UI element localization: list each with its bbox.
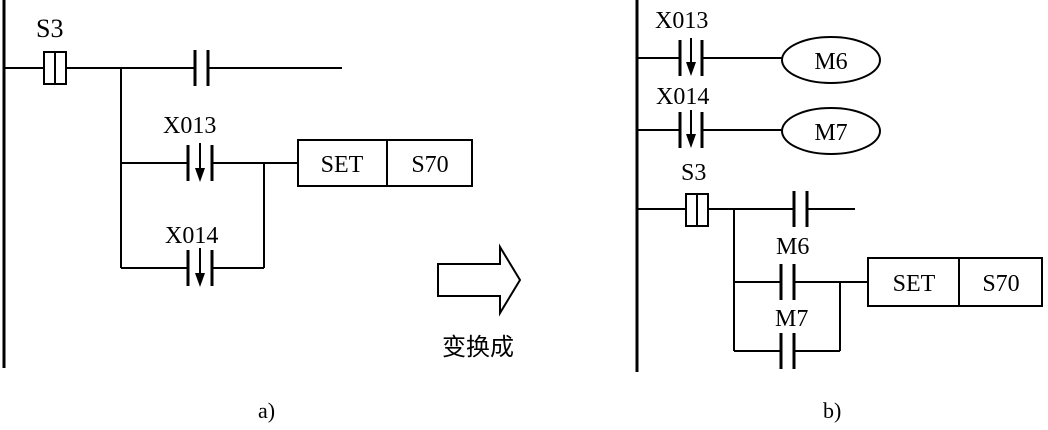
no-contact-m7 [779, 333, 796, 369]
contact-label-x013-a: X013 [163, 113, 216, 139]
operand-label-b: S70 [982, 271, 1019, 297]
diagram-b: X013 M6 X014 M7 S3 [635, 0, 1043, 423]
set-instruction-box-a: SET S70 [297, 139, 473, 187]
coil-m6: M6 [781, 36, 881, 84]
transform-label: 变换成 [442, 333, 514, 361]
coil-m7: M7 [781, 107, 881, 155]
step-label-a: S3 [36, 14, 63, 43]
contact-label-m6: M6 [776, 234, 809, 260]
transform-arrow: 变换成 [437, 243, 522, 361]
step-contact-s3-a [43, 51, 67, 85]
step-contact-s3-b [685, 193, 709, 227]
contact-label-x013-b: X013 [655, 8, 708, 34]
falling-edge-contact-x013-a [186, 143, 214, 182]
contact-label-m7: M7 [775, 306, 808, 332]
no-contact-a [193, 50, 210, 86]
step-label-b: S3 [681, 160, 706, 186]
right-arrow-icon [437, 243, 522, 317]
diagram-a: S3 X013 X014 [2, 0, 473, 423]
coil-label-m7: M7 [814, 120, 847, 146]
caption-b: b) [823, 398, 841, 423]
set-instruction-box-b: SET S70 [867, 257, 1043, 307]
caption-a: a) [258, 398, 275, 423]
contact-label-x014-b: X014 [656, 84, 709, 110]
instruction-label-b: SET [893, 271, 936, 297]
no-contact-m6 [779, 264, 796, 300]
coil-label-m6: M6 [814, 49, 847, 75]
no-contact-b [792, 191, 809, 227]
falling-edge-contact-x014-b [678, 110, 704, 148]
operand-label-a: S70 [411, 152, 448, 178]
instruction-label-a: SET [321, 152, 364, 178]
falling-edge-contact-x013-b [678, 38, 704, 76]
contact-label-x014-a: X014 [165, 223, 218, 249]
falling-edge-contact-x014-a [186, 248, 214, 287]
